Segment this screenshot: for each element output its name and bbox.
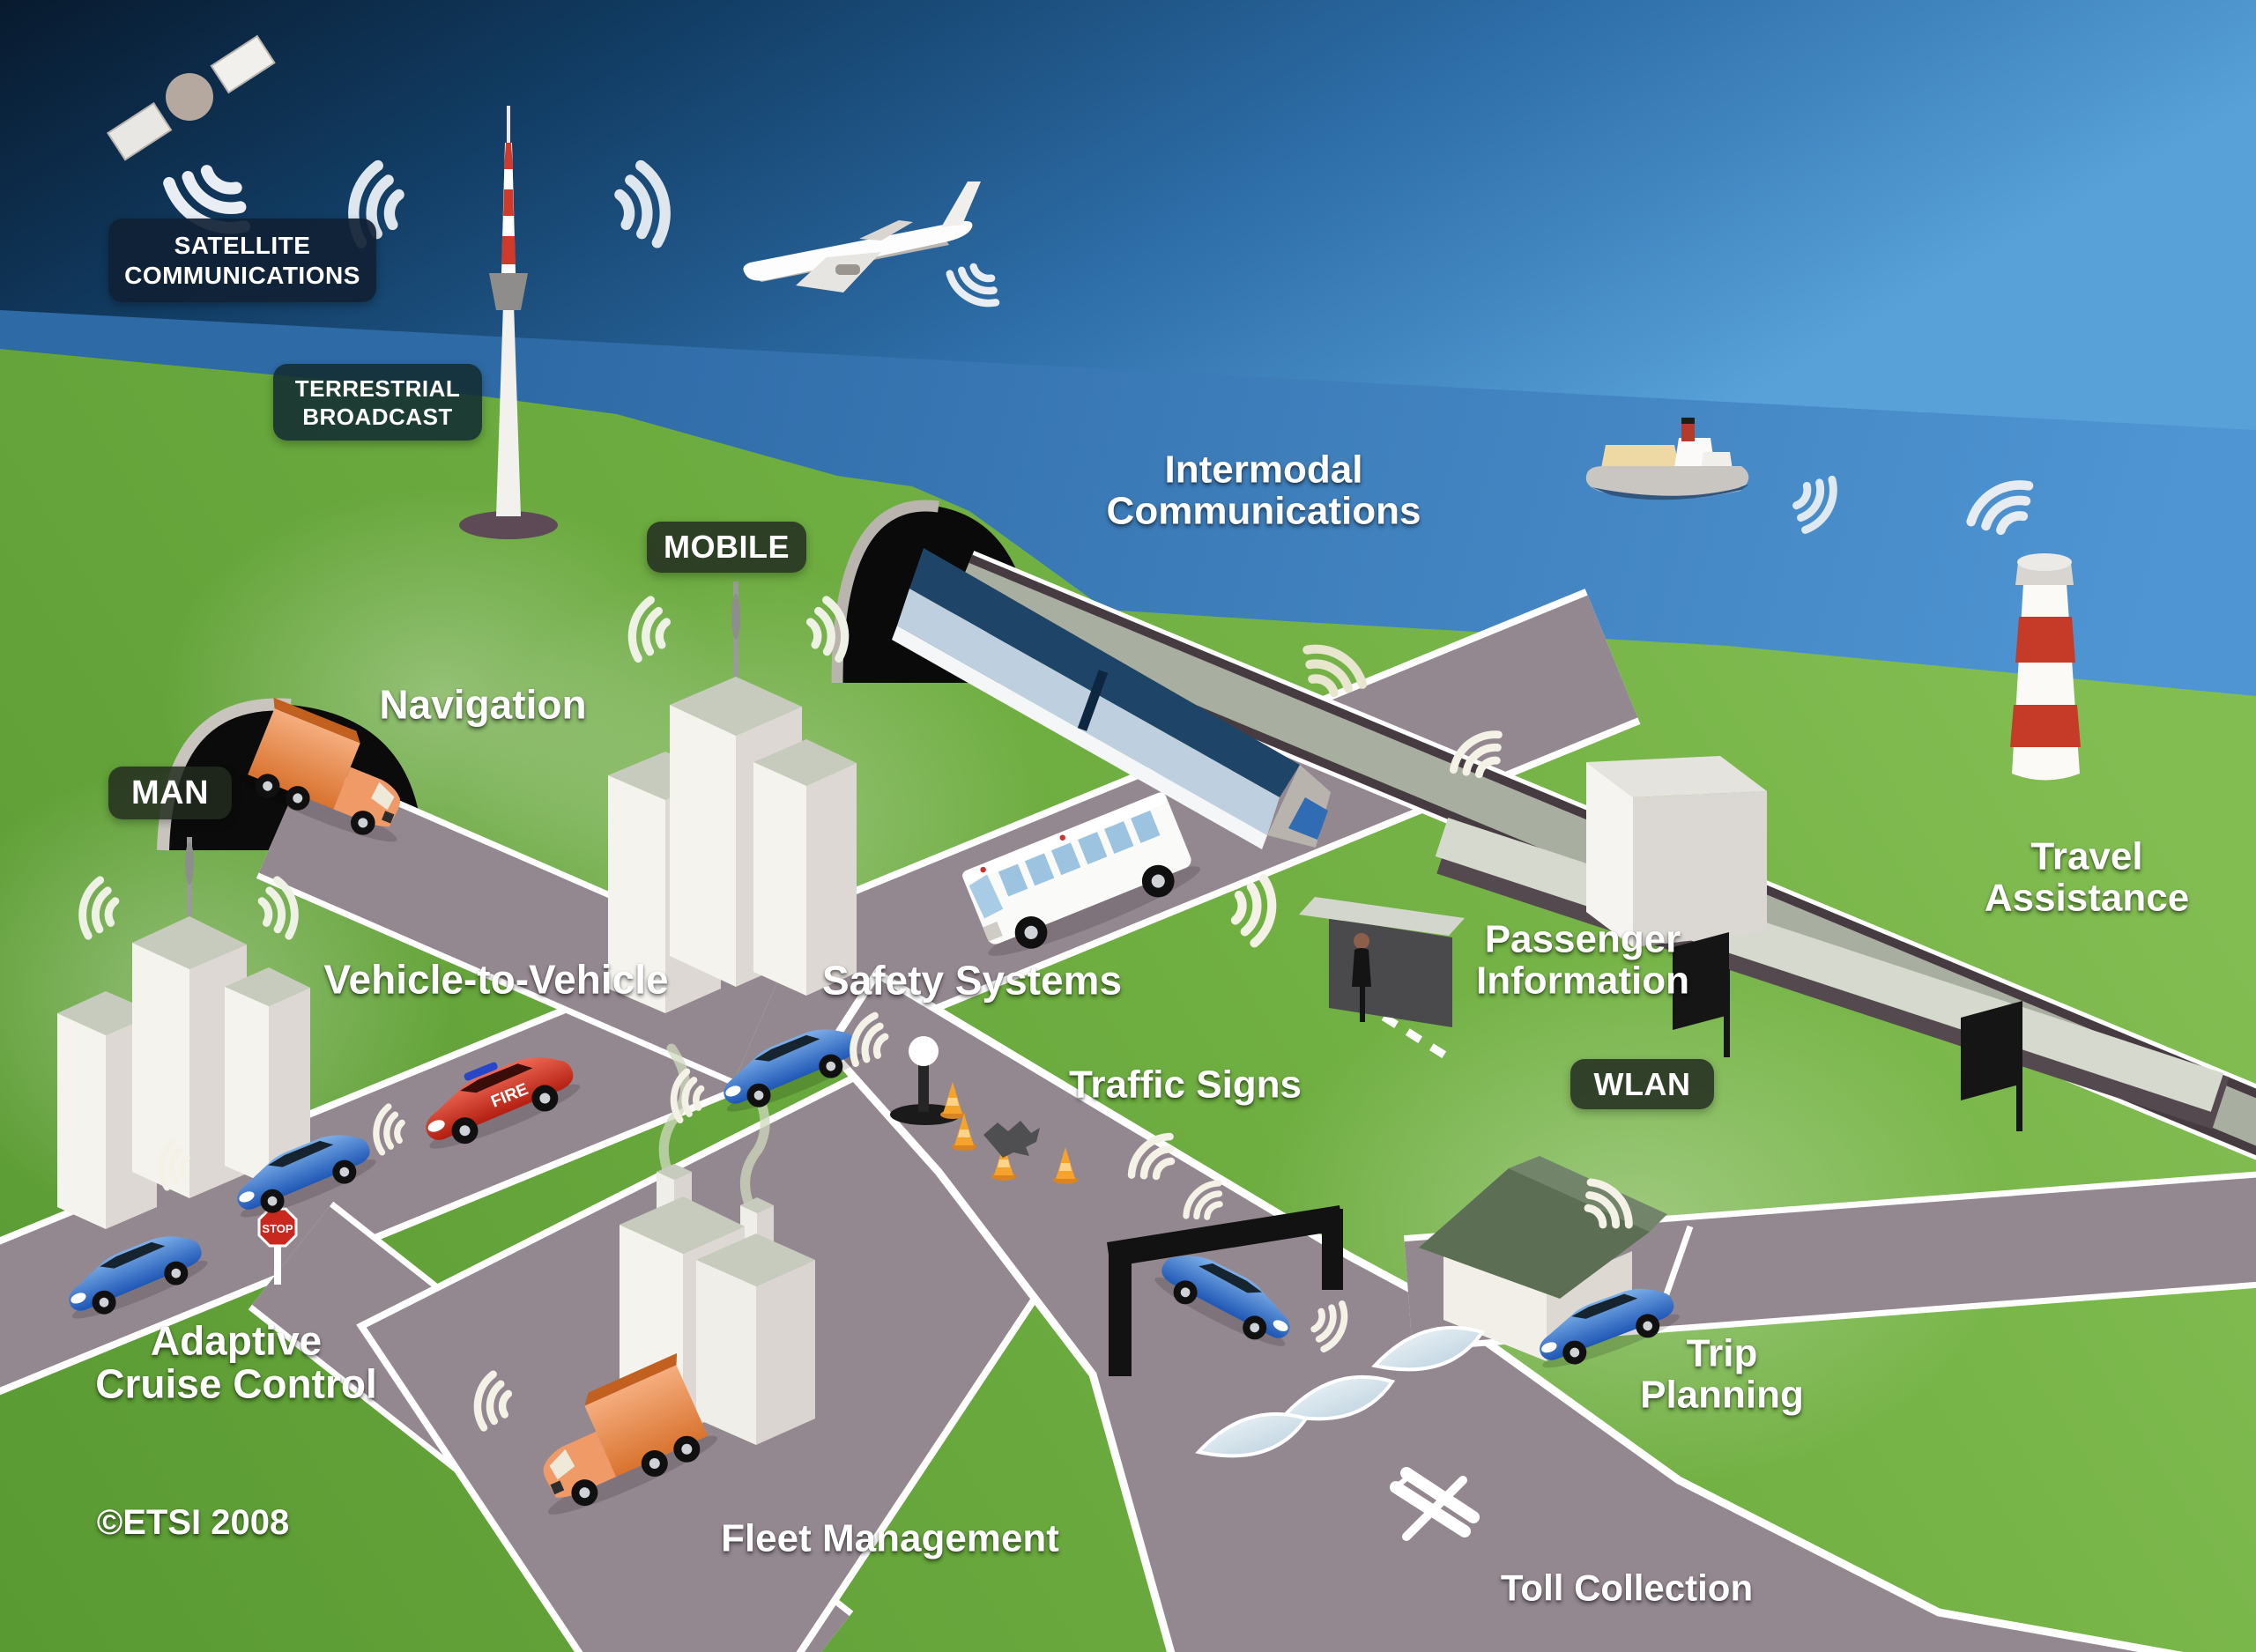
stop-sign-icon: STOP bbox=[257, 1207, 298, 1285]
sea bbox=[0, 310, 2256, 696]
toll-collection-label: Toll Collection bbox=[1500, 1567, 1754, 1609]
airplane-icon bbox=[743, 181, 981, 293]
badge-line: MAN bbox=[130, 774, 210, 811]
label-line: Information bbox=[1476, 959, 1689, 1002]
terrestrial-broadcast-badge: TERRESTRIAL BROADCAST bbox=[273, 364, 482, 441]
label-line: Communications bbox=[1106, 489, 1421, 532]
fleet-management-label: Fleet Management bbox=[721, 1516, 1059, 1560]
safety-systems-label: Safety Systems bbox=[821, 957, 1123, 1004]
satellite-communications-badge: SATELLITE COMMUNICATIONS bbox=[108, 219, 376, 302]
travel-assistance-label: Travel Assistance bbox=[1985, 836, 2189, 918]
vehicle-to-vehicle-label: Vehicle-to-Vehicle bbox=[323, 956, 669, 1003]
badge-line: MOBILE bbox=[664, 529, 790, 565]
gantry-icon bbox=[1107, 1205, 1343, 1376]
label-line: Cruise Control bbox=[95, 1360, 377, 1406]
badge-line: TERRESTRIAL bbox=[294, 374, 461, 402]
street-beacon-icon bbox=[890, 1036, 961, 1125]
label-line: Travel bbox=[2030, 834, 2143, 878]
fire-truck-icon: FIRE bbox=[426, 1057, 581, 1149]
navigation-label: Navigation bbox=[379, 681, 587, 728]
broadcast-tower-icon bbox=[459, 106, 558, 539]
ship-icon bbox=[1585, 418, 1749, 500]
label-line: Assistance bbox=[1984, 876, 2190, 919]
platform-sign-icon bbox=[1673, 932, 2022, 1131]
station-building-icon bbox=[1435, 756, 2230, 1130]
mobile-badge: MOBILE bbox=[647, 522, 806, 573]
crossed-tools-icon bbox=[1390, 1467, 1480, 1541]
man-badge: MAN bbox=[108, 767, 232, 819]
label-line: Intermodal bbox=[1164, 448, 1363, 492]
intermodal-communications-label: Intermodal Communications bbox=[1107, 449, 1421, 531]
wlan-badge: WLAN bbox=[1570, 1059, 1714, 1109]
label-line: Trip bbox=[1686, 1331, 1758, 1375]
badge-line: SATELLITE bbox=[174, 231, 311, 259]
stop-sign-text: STOP bbox=[262, 1222, 293, 1235]
badge-line: COMMUNICATIONS bbox=[124, 261, 360, 289]
roadkill-icon bbox=[983, 1121, 1040, 1158]
badge-line: BROADCAST bbox=[302, 403, 453, 430]
label-line: Planning bbox=[1640, 1373, 1804, 1416]
adaptive-cruise-control-label: Adaptive Cruise Control bbox=[95, 1319, 376, 1405]
buildings-icon bbox=[608, 582, 857, 1013]
lighthouse-icon bbox=[2010, 553, 2081, 781]
label-line: Adaptive bbox=[150, 1317, 323, 1364]
copyright-text: ©ETSI 2008 bbox=[96, 1502, 290, 1542]
trip-planning-label: Trip Planning bbox=[1640, 1333, 1804, 1415]
traffic-signs-label: Traffic Signs bbox=[1068, 1063, 1302, 1107]
badge-line: WLAN bbox=[1593, 1065, 1691, 1102]
passenger-information-label: Passenger Information bbox=[1476, 919, 1689, 1001]
person-icon bbox=[1352, 933, 1371, 1022]
buildings-icon bbox=[57, 837, 310, 1229]
satellite-icon bbox=[107, 34, 276, 161]
train-icon bbox=[892, 548, 1331, 849]
label-line: Passenger bbox=[1484, 917, 1681, 961]
